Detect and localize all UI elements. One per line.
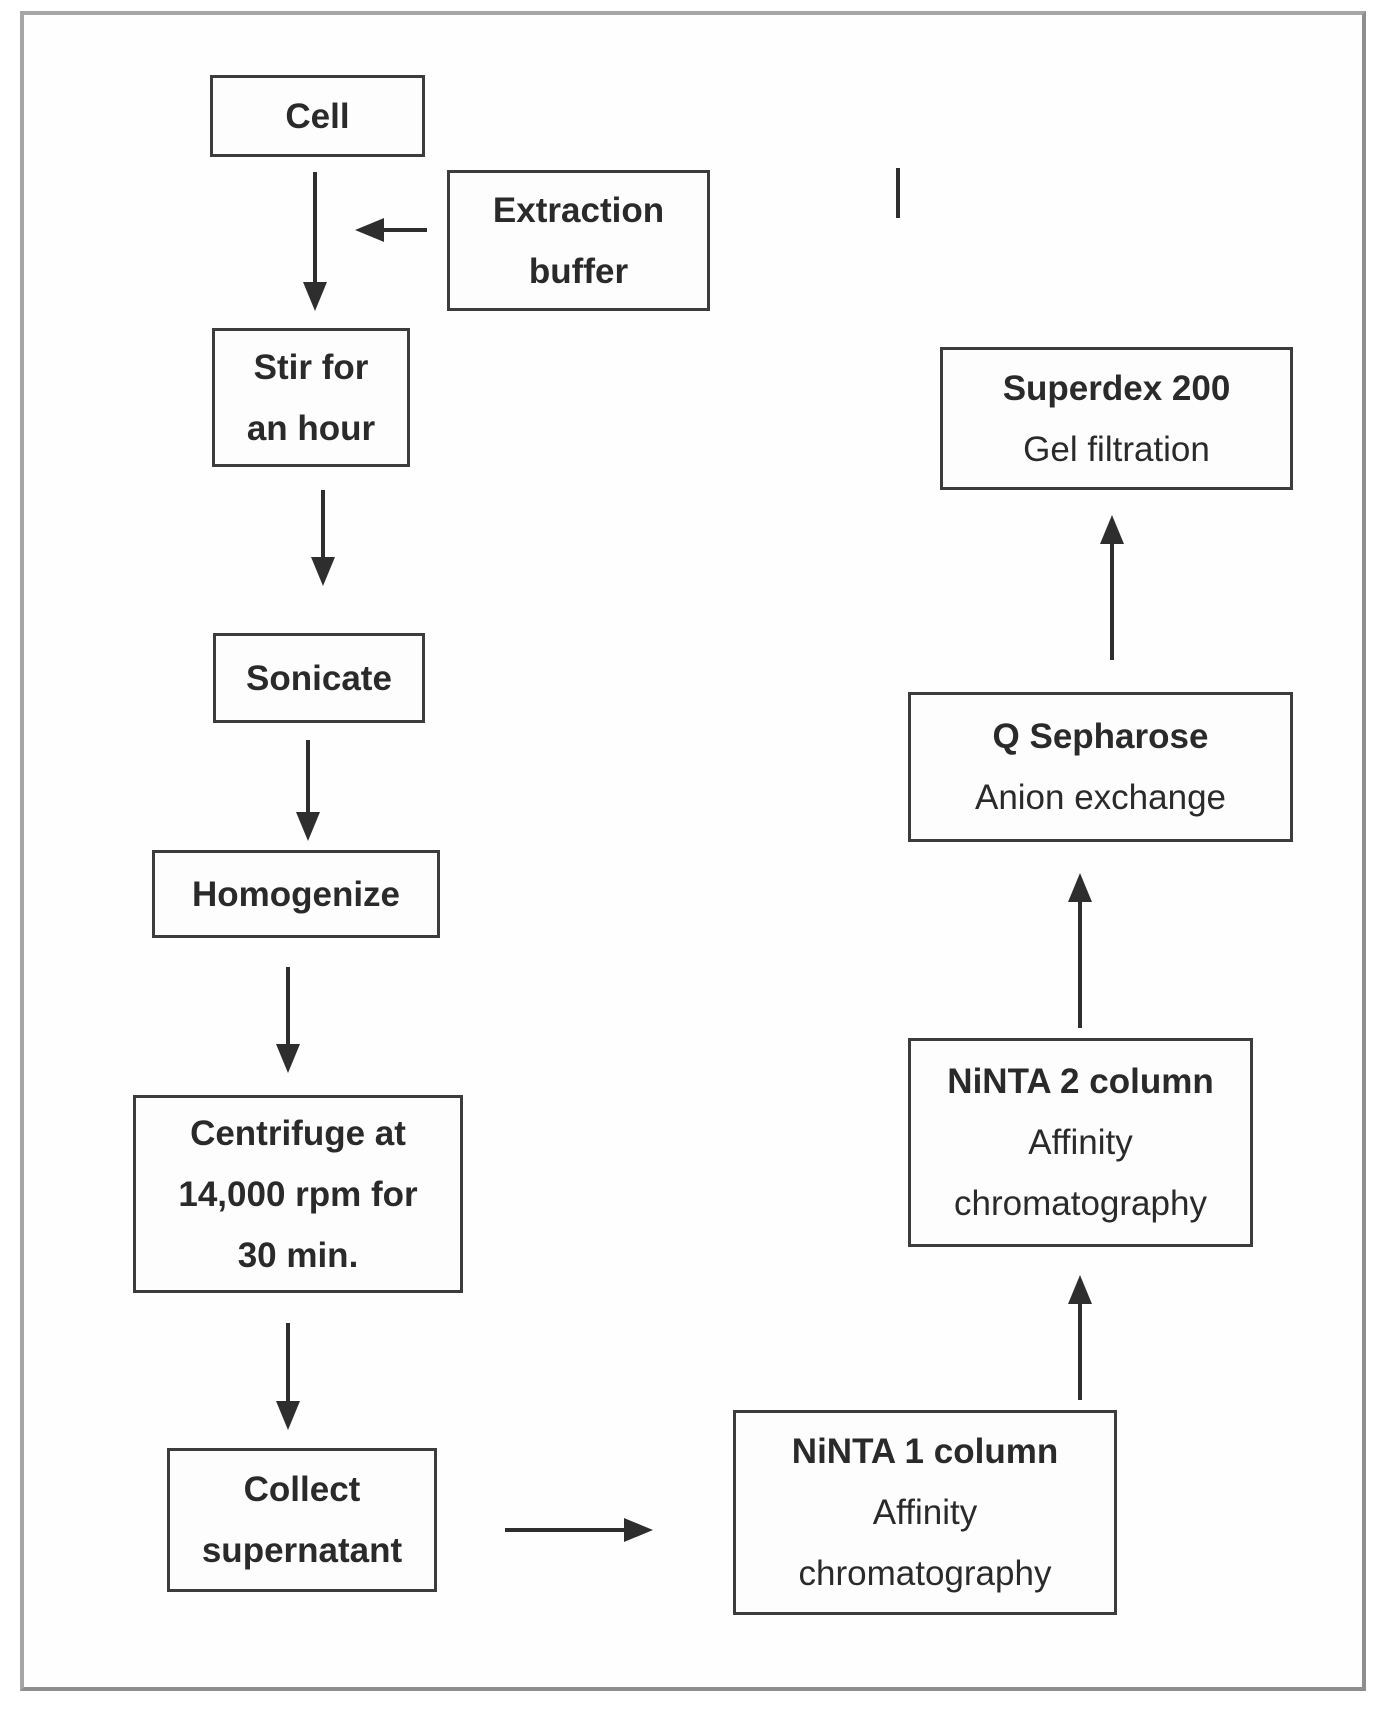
node-homogenize-label: Homogenize	[191, 874, 401, 914]
arrow-extraction-buffer-in	[355, 218, 427, 242]
arrow-homogenize-to-centrifuge	[276, 967, 300, 1073]
node-superdex: Superdex 200 Gel filtration	[940, 347, 1293, 490]
node-ninta1-title: NiNTA 1 column	[791, 1432, 1059, 1471]
node-extraction-buffer: Extraction buffer	[447, 170, 710, 311]
arrow-qsepharose-to-superdex	[1100, 515, 1124, 660]
node-superdex-title: Superdex 200	[1002, 368, 1231, 408]
arrow-centrifuge-to-collect	[276, 1323, 300, 1430]
node-homogenize: Homogenize	[152, 850, 440, 938]
node-ninta2-line2: Affinity	[1028, 1123, 1133, 1162]
node-ninta1-line2: Affinity	[872, 1493, 978, 1532]
node-q-sepharose: Q Sepharose Anion exchange	[908, 692, 1293, 842]
node-centrifuge-line1: Centrifuge at	[190, 1113, 406, 1153]
node-stir-line2: an hour	[246, 408, 376, 448]
node-q-sepharose-title: Q Sepharose	[992, 717, 1209, 756]
node-extraction-buffer-line1: Extraction	[492, 190, 665, 230]
node-centrifuge-line3: 30 min.	[237, 1235, 359, 1275]
node-stir: Stir for an hour	[212, 328, 410, 467]
node-q-sepharose-line2: Anion exchange	[974, 778, 1227, 817]
node-centrifuge-line2: 14,000 rpm for	[178, 1174, 418, 1214]
node-cell: Cell	[210, 75, 425, 157]
node-extraction-buffer-line2: buffer	[528, 251, 629, 291]
node-collect-line1: Collect	[243, 1470, 361, 1509]
node-ninta2: NiNTA 2 column Affinity chromatography	[908, 1038, 1253, 1247]
arrow-cell-to-stir	[303, 172, 327, 311]
node-centrifuge: Centrifuge at 14,000 rpm for 30 min.	[133, 1095, 463, 1293]
node-stir-line1: Stir for	[253, 347, 369, 387]
arrow-collect-to-ninta1	[505, 1518, 653, 1542]
node-superdex-line2: Gel filtration	[1023, 429, 1210, 469]
node-cell-label: Cell	[285, 96, 350, 136]
arrow-sonicate-to-homogenize	[296, 740, 320, 841]
node-sonicate: Sonicate	[213, 633, 425, 723]
arrow-ninta2-to-qsepharose	[1068, 873, 1092, 1028]
node-ninta1-line3: chromatography	[798, 1554, 1052, 1593]
arrow-stir-to-sonicate	[311, 490, 335, 586]
node-sonicate-label: Sonicate	[246, 658, 392, 698]
arrow-ninta1-to-ninta2	[1068, 1275, 1092, 1400]
node-collect-supernatant: Collect supernatant	[167, 1448, 437, 1592]
node-ninta2-line3: chromatography	[954, 1184, 1207, 1223]
node-ninta2-title: NiNTA 2 column	[947, 1062, 1214, 1101]
node-collect-line2: supernatant	[201, 1531, 403, 1570]
node-ninta1: NiNTA 1 column Affinity chromatography	[733, 1410, 1117, 1615]
